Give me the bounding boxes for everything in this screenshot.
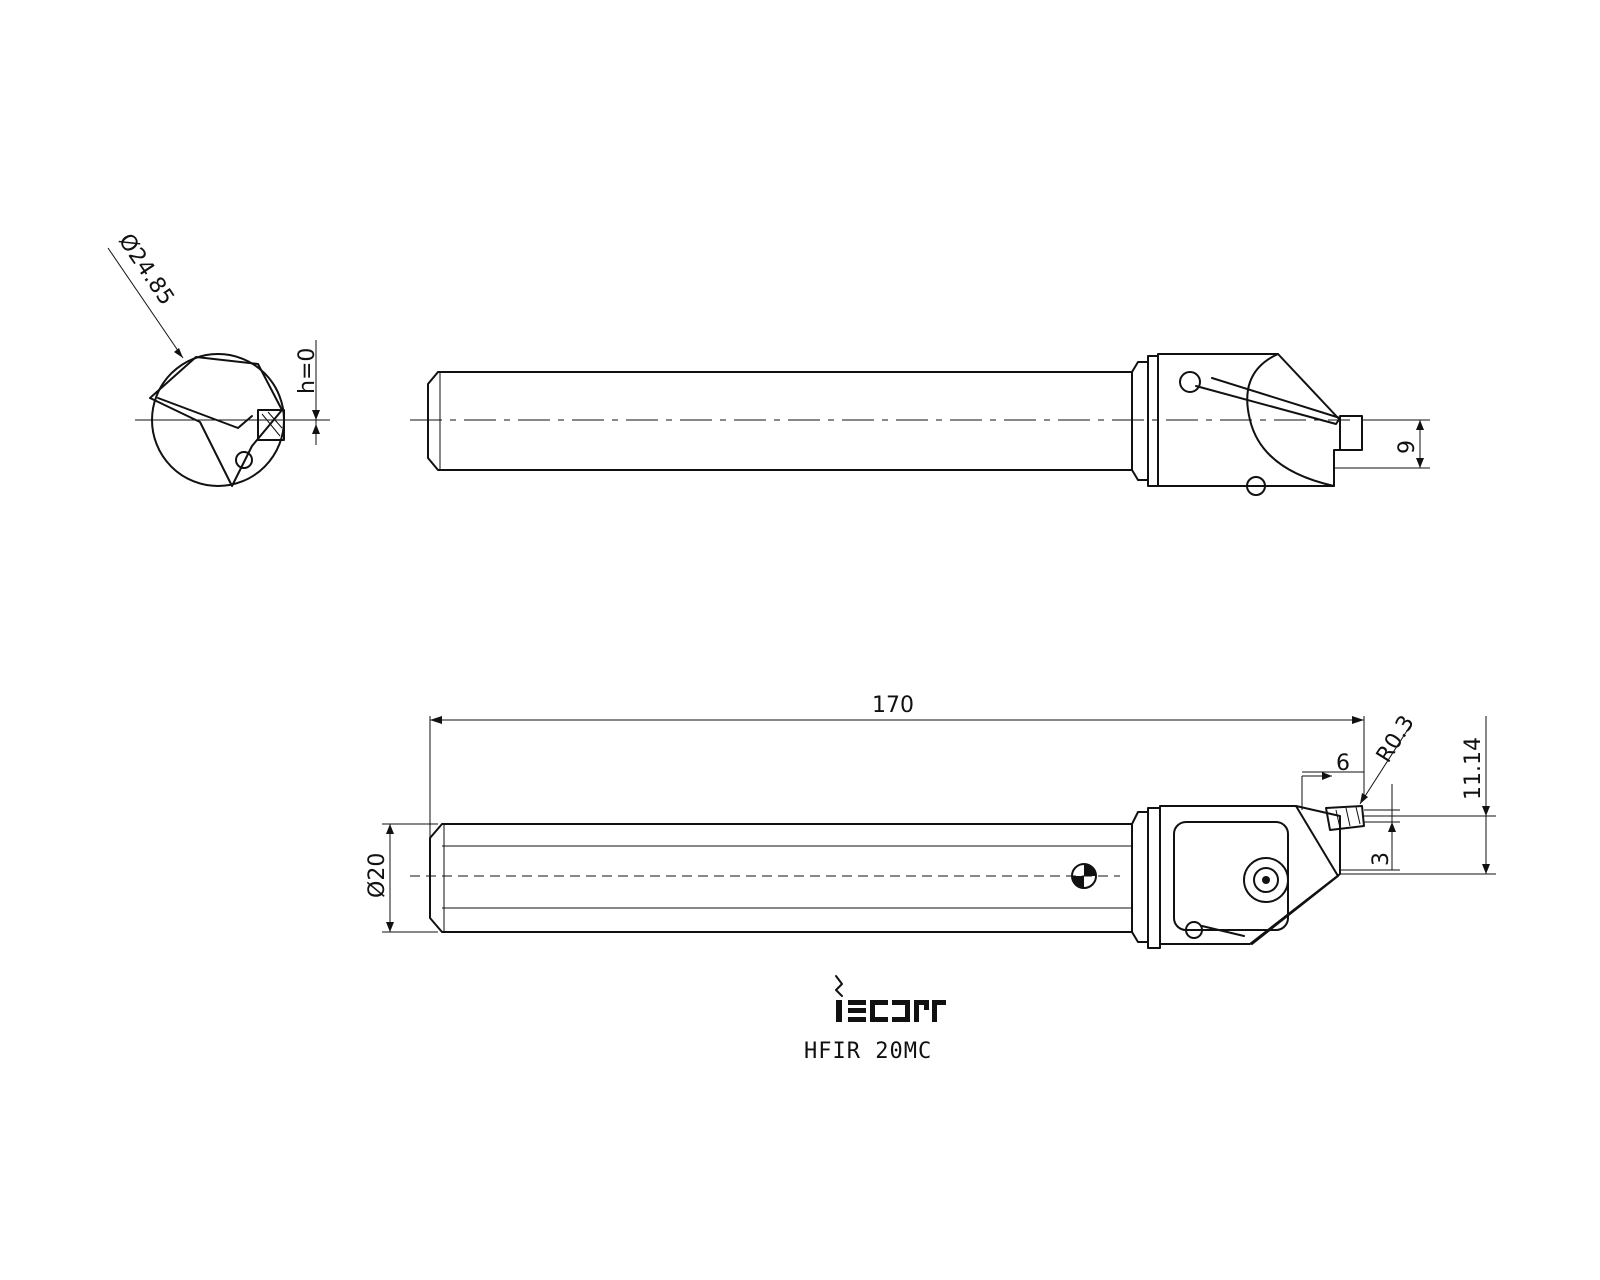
corner-radius-label: R0.3	[1372, 711, 1420, 767]
front-view: 170 Ø20 6 R0.3 3 11.14	[365, 693, 1496, 949]
part-number-label: HFIR 20MC	[804, 1039, 932, 1064]
end-view: Ø24.85 h=0	[107, 229, 330, 487]
center-height-label: h=0	[295, 348, 320, 394]
offset-dimension-label: 9	[1395, 440, 1420, 454]
top-view: 9	[410, 353, 1430, 496]
width-label: 6	[1336, 751, 1350, 776]
iscar-logo	[835, 975, 946, 1022]
tip-height-label: 11.14	[1461, 737, 1486, 800]
depth-label: 3	[1369, 852, 1394, 866]
overall-length-label: 170	[872, 693, 914, 718]
shank-diameter-label: Ø20	[365, 853, 390, 898]
